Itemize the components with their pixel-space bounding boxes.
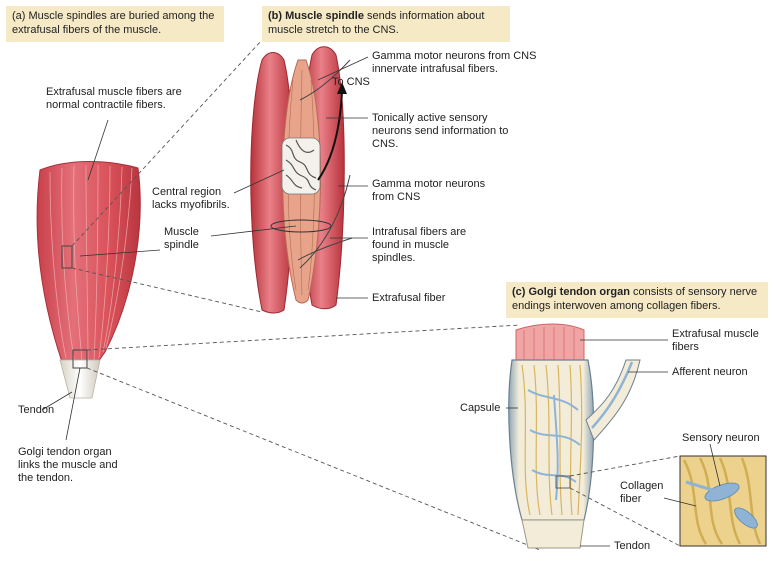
golgi-artwork — [508, 323, 641, 549]
caption-a-letter: (a) — [12, 10, 26, 22]
label-tonically-active: Tonically active sensory neurons send in… — [372, 112, 509, 150]
label-to-cns: To CNS — [332, 76, 370, 88]
zoom-lines-inset — [569, 455, 681, 547]
label-gamma-innervate: Gamma motor neurons from CNS innervate i… — [372, 50, 537, 75]
caption-panel-b: (b) Muscle spindle sends information abo… — [262, 6, 510, 42]
zoom-lines-spindle — [71, 39, 263, 313]
label-central-region: Central region lacks myofibrils. — [152, 186, 230, 211]
caption-c-bold: (c) Golgi tendon organ — [512, 286, 630, 298]
label-tendon-a: Tendon — [18, 404, 55, 416]
caption-a-text: Muscle spindles are buried among the ext… — [12, 10, 215, 36]
caption-panel-a: (a) Muscle spindles are buried among the… — [6, 6, 224, 42]
whole-muscle — [36, 161, 141, 399]
label-tendon-c: Tendon — [614, 540, 651, 552]
label-extrafusal-muscle-fibers: Extrafusal muscle fibers are normal cont… — [46, 86, 182, 111]
zoom-lines-golgi — [86, 324, 541, 551]
spindle-leader-lines — [41, 56, 369, 441]
label-collagen-fiber: Collagen fiber — [620, 480, 664, 505]
label-afferent-neuron: Afferent neuron — [672, 366, 748, 378]
spindle-artwork — [250, 46, 353, 314]
label-extrafusal-muscle-fibers-c: Extrafusal muscle fibers — [672, 328, 759, 353]
label-intrafusal-fibers: Intrafusal fibers are found in muscle sp… — [372, 226, 467, 264]
label-golgi-tendon-organ: Golgi tendon organ links the muscle and … — [18, 446, 118, 484]
label-sensory-neuron: Sensory neuron — [682, 432, 760, 444]
caption-b-bold: (b) Muscle spindle — [268, 10, 364, 22]
collagen-inset — [679, 455, 767, 547]
golgi-leader-lines — [506, 339, 721, 547]
label-gamma-from-cns: Gamma motor neurons from CNS — [372, 178, 486, 203]
caption-c-text: consists of sensory nerve endings interw… — [512, 286, 758, 312]
label-muscle-spindle: Muscle spindle — [164, 226, 199, 251]
label-extrafusal-fiber: Extrafusal fiber — [372, 292, 446, 304]
caption-b-text: sends information about muscle stretch t… — [268, 10, 485, 36]
caption-panel-c: (c) Golgi tendon organ consists of senso… — [506, 282, 768, 318]
label-capsule: Capsule — [460, 402, 501, 414]
